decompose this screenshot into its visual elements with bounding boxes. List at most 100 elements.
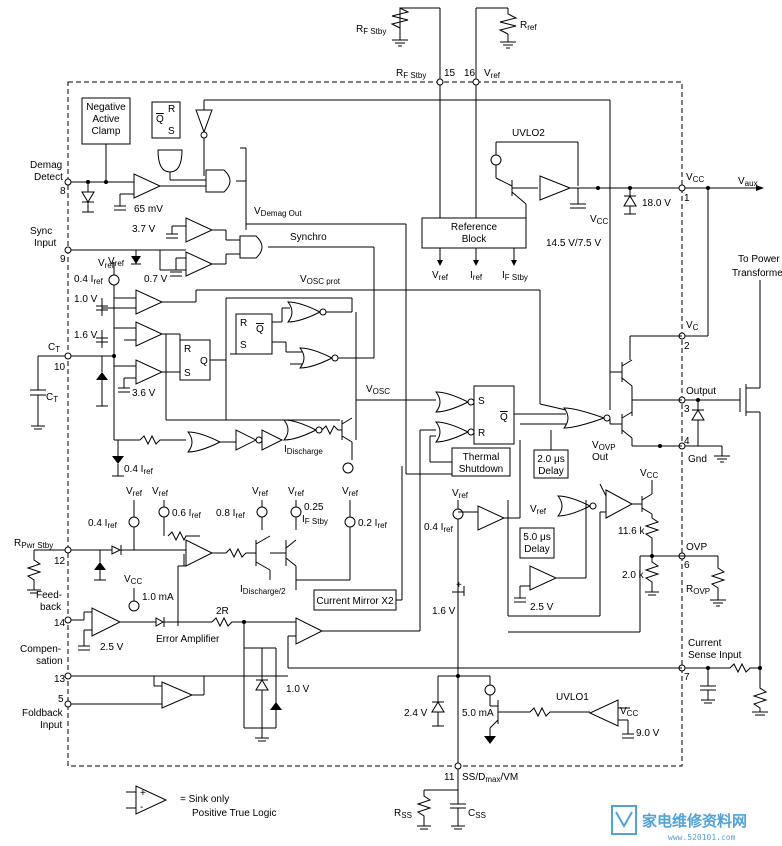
pwr-current-source-04 [128,516,140,528]
osc-iref-04b: 0.4 Iref [124,464,154,476]
ss-5ma-label: 5.0 mA [462,708,494,719]
pin12-number: 12 [54,556,66,567]
uvlo1-9v: 9.0 V [636,728,660,739]
svg-text:Q: Q [256,324,264,335]
comp-label-1: Compen- [20,644,61,655]
ss-5ma-source [484,684,496,696]
demag-label-1: Demag [30,160,62,171]
error-amp-input-buffer [91,607,122,637]
pin3-number: 3 [684,404,690,415]
rf-stby-label: RF Stby [356,24,386,36]
neg-clamp-label-3: Clamp [92,126,121,137]
pwr-vref-1: Vref [126,486,143,498]
pin10-node [64,352,72,360]
foldback-amp [161,681,194,709]
current-sense-label-1: Current [688,638,722,649]
ss-16v: 1.6 V [432,606,456,617]
pwr-current-source-08 [256,506,268,518]
pwr-current-source-06 [158,506,170,518]
rss-resistor [416,790,432,826]
uvlo2-label: UVLO2 [512,128,545,139]
and-gate-demag [205,169,231,193]
delay5-label-2: Delay [524,544,550,555]
pwr-vref-3: Vref [252,486,269,498]
demag-label-2: Detect [34,172,63,183]
to-power-label-1: To Power [738,254,780,265]
pwr-vref-4: Vref [288,486,305,498]
rref-label: Rref [520,20,537,32]
ref-out-ifstby: IF Stby [502,270,528,282]
svg-text:R: R [240,318,247,329]
ovp-vcc: VCC [640,468,658,480]
rovp-resistor [710,556,726,600]
uvlo1-comparator [588,699,619,727]
sync-label-2: Input [34,238,56,249]
svg-text:S: S [478,396,485,407]
delay-2us-block [533,449,569,479]
rf-stby-resistor [390,7,441,220]
output-pin-label: Output [686,386,716,397]
pin6-number: 6 [684,560,690,571]
r116-label: 11.6 k [618,526,645,537]
sense-resistor [752,680,768,712]
uvlo1-label: UVLO1 [556,692,589,703]
fb-10ma: 1.0 mA [142,592,174,603]
foldback-label-2: Input [40,720,62,731]
svg-text:Q: Q [156,114,164,125]
vosc-rs-latch [235,313,273,355]
pin15-node [436,78,444,86]
pin8-number: 8 [60,186,66,197]
svg-text:+: + [140,788,146,799]
pwr-iref-08: 0.8 Iref [216,508,246,520]
neg-clamp-label-2: Active [92,114,120,125]
pwr-vref-5: Vref [342,486,359,498]
svg-text:R: R [184,344,191,355]
ss-pin-label: SS/Dmax/VM [462,772,518,784]
pwr-025: 0.25 [304,502,324,513]
inverter-top [195,109,213,134]
rovp-label: ROVP [686,584,710,596]
pin8-node [64,178,72,186]
feedback-label-2: back [40,602,62,613]
pin1-node [678,184,686,192]
ovp-amp [605,489,634,519]
pin1-number: 1 [684,193,690,204]
pin16-name: Vref [484,68,501,80]
and-gate-sync [239,235,263,259]
osc-vref: Vref [98,258,115,270]
legend-line-1: = Sink only [180,794,229,805]
pin14-node [64,616,72,624]
vcc-pin-label: VCC [686,172,704,184]
vosc-label: VOSC [366,384,390,396]
feedback-label-1: Feed- [36,590,62,601]
pin10-number: 10 [54,362,66,373]
osc-inverter-1 [235,429,258,451]
sync-comparator-1 [185,217,214,243]
current-sense-label-2: Sense Input [688,650,742,661]
svg-text:-: - [140,802,143,813]
ss-vref: Vref [452,488,469,500]
synchro-label: Synchro [290,232,327,243]
demag-65mv: 65 mV [134,204,163,215]
pin11-number: 11 [444,772,455,783]
zener-1v-label: 1.0 V [286,684,310,695]
ovp-comparator [529,565,558,591]
pin16-node [472,78,480,86]
pin5-number: 5 [58,694,64,705]
ct-label: CT [48,342,60,354]
sync-comparator-2 [185,251,214,277]
nor-gate-ovp [556,495,592,517]
pwm-comparator [295,617,324,645]
pwr-current-source-025 [290,506,302,518]
fb-vcc: VCC [124,574,142,586]
pin15-name: RF Stby [396,68,426,80]
comp-label-2: sation [36,656,63,667]
foldback-label-1: Foldback [22,708,64,719]
delay5-label-1: 5.0 μs [523,532,550,543]
fb-diode [155,617,165,627]
pin13-node [64,672,72,680]
ss-comparator [477,505,506,531]
pin16-number: 16 [464,68,476,79]
osc-or-gate [186,431,222,453]
nor-gate-thermal [434,421,470,443]
